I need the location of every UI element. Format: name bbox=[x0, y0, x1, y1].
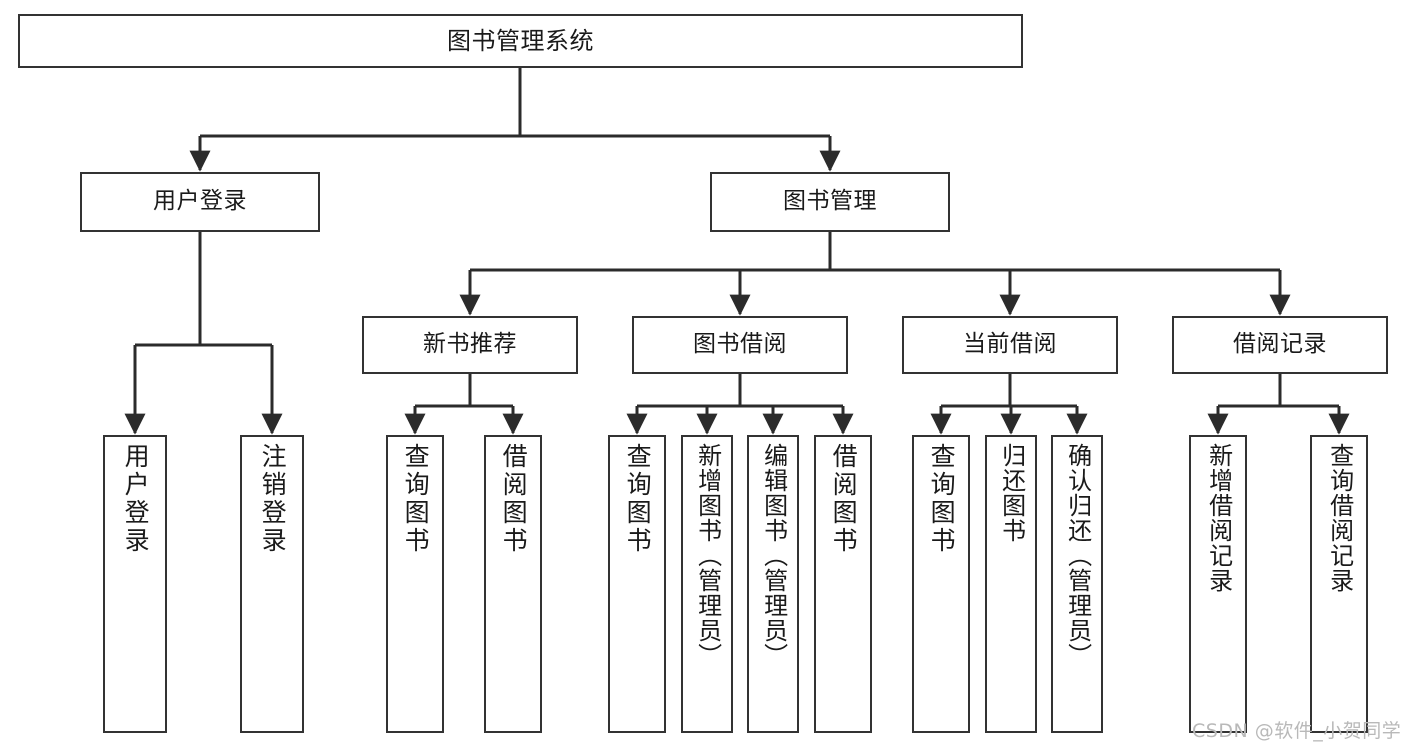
node-user-login-label: 用户登录 bbox=[153, 188, 247, 215]
node-leaf-borrow-book-2[interactable]: 借阅图书 bbox=[814, 435, 872, 733]
csdn-watermark: CSDN @软件_小贺同学 bbox=[1192, 720, 1402, 742]
node-leaf-query-record-label: 查询借阅记录 bbox=[1325, 443, 1354, 593]
node-new-book-rec[interactable]: 新书推荐 bbox=[362, 316, 578, 374]
node-leaf-user-login[interactable]: 用户登录 bbox=[103, 435, 167, 733]
node-leaf-logout-label: 注销登录 bbox=[258, 443, 288, 555]
node-leaf-return-book[interactable]: 归还图书 bbox=[985, 435, 1037, 733]
node-leaf-confirm-return-label: 确认归还（管理员） bbox=[1063, 443, 1092, 668]
node-leaf-query-book-1[interactable]: 查询图书 bbox=[386, 435, 444, 733]
node-user-login[interactable]: 用户登录 bbox=[80, 172, 320, 232]
node-leaf-borrow-book-1[interactable]: 借阅图书 bbox=[484, 435, 542, 733]
node-current-borrow[interactable]: 当前借阅 bbox=[902, 316, 1118, 374]
node-leaf-add-record[interactable]: 新增借阅记录 bbox=[1189, 435, 1247, 733]
node-current-borrow-label: 当前借阅 bbox=[963, 331, 1057, 358]
node-leaf-edit-book-label: 编辑图书（管理员） bbox=[759, 443, 788, 668]
node-leaf-user-login-label: 用户登录 bbox=[121, 443, 151, 555]
node-leaf-query-record[interactable]: 查询借阅记录 bbox=[1310, 435, 1368, 733]
node-book-manage[interactable]: 图书管理 bbox=[710, 172, 950, 232]
node-book-manage-label: 图书管理 bbox=[783, 188, 877, 215]
node-new-book-rec-label: 新书推荐 bbox=[423, 331, 517, 358]
node-leaf-query-book-3-label: 查询图书 bbox=[927, 443, 957, 555]
node-leaf-edit-book[interactable]: 编辑图书（管理员） bbox=[747, 435, 799, 733]
node-leaf-query-book-2[interactable]: 查询图书 bbox=[608, 435, 666, 733]
node-root-label: 图书管理系统 bbox=[447, 26, 594, 55]
node-book-borrow-label: 图书借阅 bbox=[693, 331, 787, 358]
node-book-borrow[interactable]: 图书借阅 bbox=[632, 316, 848, 374]
node-leaf-query-book-2-label: 查询图书 bbox=[623, 443, 653, 555]
node-leaf-query-book-1-label: 查询图书 bbox=[401, 443, 431, 555]
node-leaf-query-book-3[interactable]: 查询图书 bbox=[912, 435, 970, 733]
node-borrow-record-label: 借阅记录 bbox=[1233, 331, 1327, 358]
node-leaf-logout[interactable]: 注销登录 bbox=[240, 435, 304, 733]
node-leaf-return-book-label: 归还图书 bbox=[997, 443, 1026, 543]
node-leaf-borrow-book-2-label: 借阅图书 bbox=[829, 443, 859, 555]
node-leaf-borrow-book-1-label: 借阅图书 bbox=[499, 443, 529, 555]
node-leaf-confirm-return[interactable]: 确认归还（管理员） bbox=[1051, 435, 1103, 733]
node-root[interactable]: 图书管理系统 bbox=[18, 14, 1023, 68]
node-leaf-add-record-label: 新增借阅记录 bbox=[1204, 443, 1233, 593]
node-leaf-add-book-label: 新增图书（管理员） bbox=[693, 443, 722, 668]
node-borrow-record[interactable]: 借阅记录 bbox=[1172, 316, 1388, 374]
node-leaf-add-book[interactable]: 新增图书（管理员） bbox=[681, 435, 733, 733]
